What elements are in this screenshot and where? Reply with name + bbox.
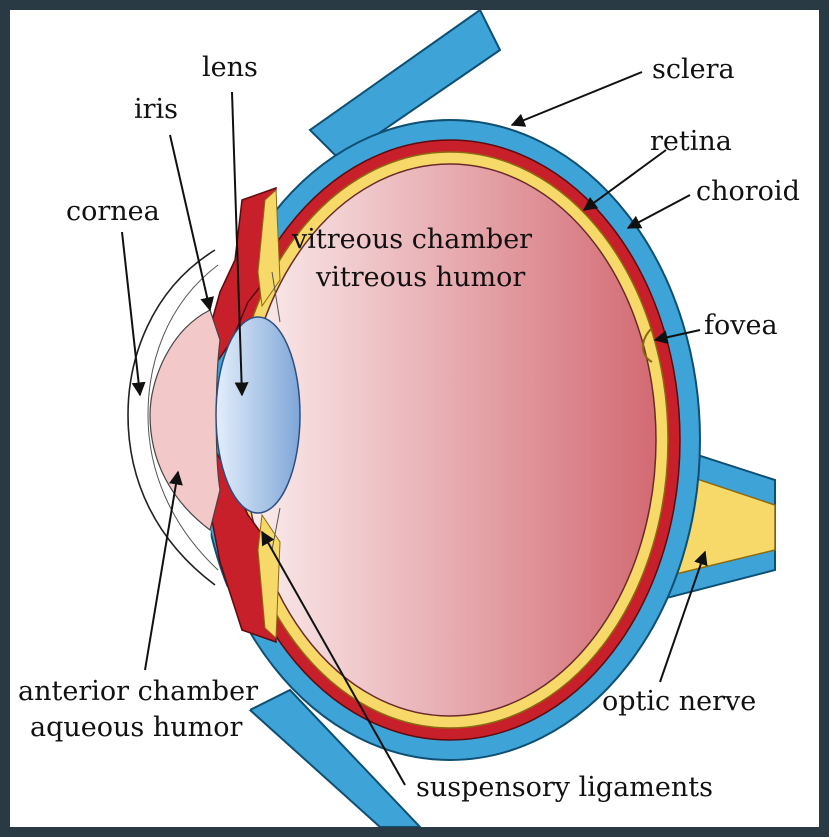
label-suspensory-ligaments: suspensory ligaments	[416, 772, 713, 803]
eye-diagram-svg: lens iris cornea sclera retina choroid f…	[10, 10, 819, 827]
label-sclera: sclera	[652, 54, 735, 85]
choroid-arrow	[628, 195, 690, 228]
eye-diagram: lens iris cornea sclera retina choroid f…	[10, 10, 819, 827]
label-vitreous-humor: vitreous humor	[315, 262, 525, 293]
label-iris: iris	[134, 94, 178, 125]
label-choroid: choroid	[696, 176, 800, 207]
label-vitreous-chamber: vitreous chamber	[291, 224, 532, 255]
sclera-arrow	[512, 72, 642, 125]
label-optic-nerve: optic nerve	[602, 686, 756, 717]
label-anterior-chamber: anterior chamber	[18, 676, 258, 707]
label-retina: retina	[650, 126, 732, 157]
label-aqueous-humor: aqueous humor	[30, 712, 242, 743]
lens	[216, 317, 300, 513]
label-lens: lens	[202, 52, 258, 83]
label-fovea: fovea	[704, 310, 778, 341]
label-cornea: cornea	[66, 196, 160, 227]
